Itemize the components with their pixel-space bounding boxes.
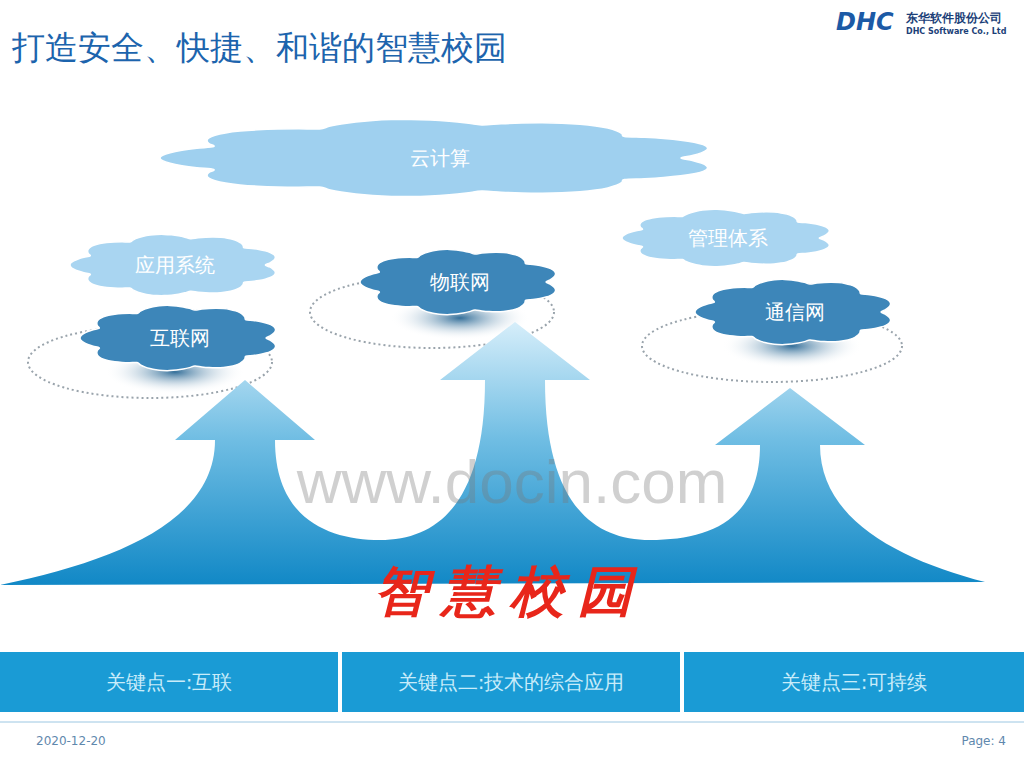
page-number: Page: 4 — [961, 734, 1006, 748]
cloud-node: 应用系统 — [70, 234, 280, 296]
cloud-node: 物联网 — [360, 249, 560, 315]
cloud-outline — [622, 209, 829, 266]
company-name-en: DHC Software Co., Ltd — [906, 27, 1006, 36]
key-point-band: 关键点三:可持续 — [684, 652, 1024, 712]
node-label: 关键点三:可持续 — [781, 669, 928, 696]
node-label: 管理体系 — [688, 225, 768, 252]
cloud-outline — [695, 279, 891, 344]
logo-mark: DHC — [836, 8, 894, 36]
node-label: 应用系统 — [135, 252, 215, 279]
footer-rule — [0, 722, 1024, 723]
company-name: 东华软件股份公司 — [906, 10, 1002, 27]
cloud-node: 通信网 — [695, 279, 895, 345]
node-label: 物联网 — [430, 269, 490, 296]
key-point-band: 关键点一:互联 — [0, 652, 338, 712]
cloud-outline — [80, 305, 276, 370]
cloud-node: 互联网 — [80, 305, 280, 371]
cloud-node: 云计算 — [160, 119, 720, 197]
slide-title: 打造安全、快捷、和谐的智慧校园 — [12, 26, 507, 71]
node-label: 云计算 — [410, 145, 470, 172]
key-point-band: 关键点二:技术的综合应用 — [342, 652, 680, 712]
node-label: 通信网 — [765, 299, 825, 326]
cloud-node: 管理体系 — [622, 209, 834, 267]
cloud-outline — [70, 234, 275, 295]
cloud-outline — [360, 249, 556, 314]
node-label: 关键点二:技术的综合应用 — [398, 669, 625, 696]
node-label: 互联网 — [150, 325, 210, 352]
center-slogan: 智慧校园 — [374, 556, 646, 629]
footer-date: 2020-12-20 — [36, 734, 106, 748]
node-label: 关键点一:互联 — [106, 669, 233, 696]
cloud-outline — [160, 119, 708, 196]
watermark: www.docin.com — [297, 446, 728, 517]
